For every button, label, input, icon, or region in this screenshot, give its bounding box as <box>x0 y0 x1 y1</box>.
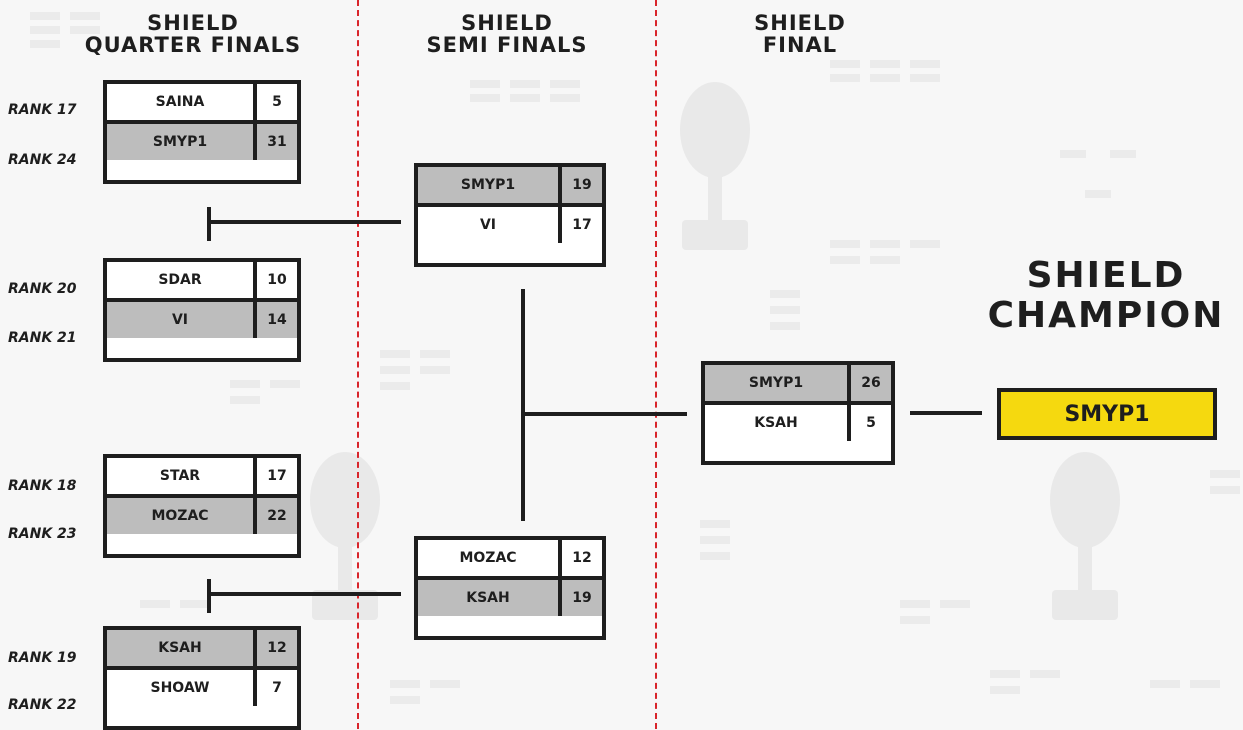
trophy-watermark-icon <box>680 82 750 250</box>
team-name: SAINA <box>107 84 257 120</box>
trophy-watermark-icon <box>1050 452 1120 620</box>
team-score: 19 <box>572 590 592 606</box>
semi-final-match: SMYP1 19 VI 17 <box>414 163 606 267</box>
team-row: SDAR 10 <box>107 262 297 298</box>
team-score: 5 <box>866 415 876 431</box>
team-name: KSAH <box>418 580 562 616</box>
team-score: 17 <box>267 468 287 484</box>
bracket-connector <box>207 220 401 224</box>
team-row: KSAH 12 <box>107 630 297 666</box>
team-row: VI 14 <box>107 298 297 338</box>
rank-label: RANK 18 <box>8 478 77 494</box>
team-row: MOZAC 12 <box>418 540 602 576</box>
champion-title: SHIELD CHAMPION <box>987 255 1225 336</box>
team-score: 12 <box>267 640 287 656</box>
semi-final-match: MOZAC 12 KSAH 19 <box>414 536 606 640</box>
team-name: KSAH <box>705 405 851 441</box>
team-row: KSAH 5 <box>705 401 891 441</box>
team-score: 14 <box>267 312 287 328</box>
team-score: 17 <box>572 217 592 233</box>
final-title: SHIELD FINAL <box>754 11 846 57</box>
team-row: SAINA 5 <box>107 84 297 120</box>
team-score: 26 <box>861 375 881 391</box>
quarter-final-match: SDAR 10 VI 14 <box>103 258 301 362</box>
team-name: SHOAW <box>107 670 257 706</box>
team-score: 22 <box>267 508 287 524</box>
team-name: KSAH <box>107 630 257 666</box>
team-row: STAR 17 <box>107 458 297 494</box>
team-name: MOZAC <box>107 498 257 534</box>
team-score: 7 <box>272 680 282 696</box>
rank-label: RANK 23 <box>8 526 77 542</box>
team-score: 12 <box>572 550 592 566</box>
quarter-finals-title: SHIELD QUARTER FINALS <box>84 11 302 57</box>
team-score: 10 <box>267 272 287 288</box>
quarter-final-match: SAINA 5 SMYP1 31 <box>103 80 301 184</box>
team-name: MOZAC <box>418 540 562 576</box>
team-row: SMYP1 19 <box>418 167 602 203</box>
trophy-watermark-icon <box>310 452 380 620</box>
team-name: SMYP1 <box>107 124 257 160</box>
team-row: MOZAC 22 <box>107 494 297 534</box>
team-name: STAR <box>107 458 257 494</box>
team-score: 5 <box>272 94 282 110</box>
bracket-connector <box>207 207 211 241</box>
quarter-final-match: STAR 17 MOZAC 22 <box>103 454 301 558</box>
team-score: 19 <box>572 177 592 193</box>
team-row: SHOAW 7 <box>107 666 297 706</box>
rank-label: RANK 21 <box>8 330 77 346</box>
team-row: KSAH 19 <box>418 576 602 616</box>
team-row: SMYP1 31 <box>107 120 297 160</box>
quarter-final-match: KSAH 12 SHOAW 7 <box>103 626 301 730</box>
rank-label: RANK 22 <box>8 697 77 713</box>
rank-label: RANK 20 <box>8 281 77 297</box>
team-row: VI 17 <box>418 203 602 243</box>
semi-finals-title: SHIELD SEMI FINALS <box>426 11 588 57</box>
rank-label: RANK 17 <box>8 102 77 118</box>
team-score: 31 <box>267 134 287 150</box>
bracket-connector <box>521 412 687 416</box>
bracket-connector <box>207 579 211 613</box>
bracket-connector <box>910 411 982 415</box>
team-row: SMYP1 26 <box>705 365 891 401</box>
team-name: SDAR <box>107 262 257 298</box>
team-name: VI <box>418 207 562 243</box>
team-name: VI <box>107 302 257 338</box>
round-divider <box>655 0 657 729</box>
bracket-connector <box>521 289 525 521</box>
team-name: SMYP1 <box>705 365 851 401</box>
final-match: SMYP1 26 KSAH 5 <box>701 361 895 465</box>
champion-team-badge: SMYP1 <box>997 388 1217 440</box>
rank-label: RANK 19 <box>8 650 77 666</box>
rank-label: RANK 24 <box>8 152 77 168</box>
team-name: SMYP1 <box>418 167 562 203</box>
round-divider <box>357 0 359 729</box>
bracket-connector <box>207 592 401 596</box>
